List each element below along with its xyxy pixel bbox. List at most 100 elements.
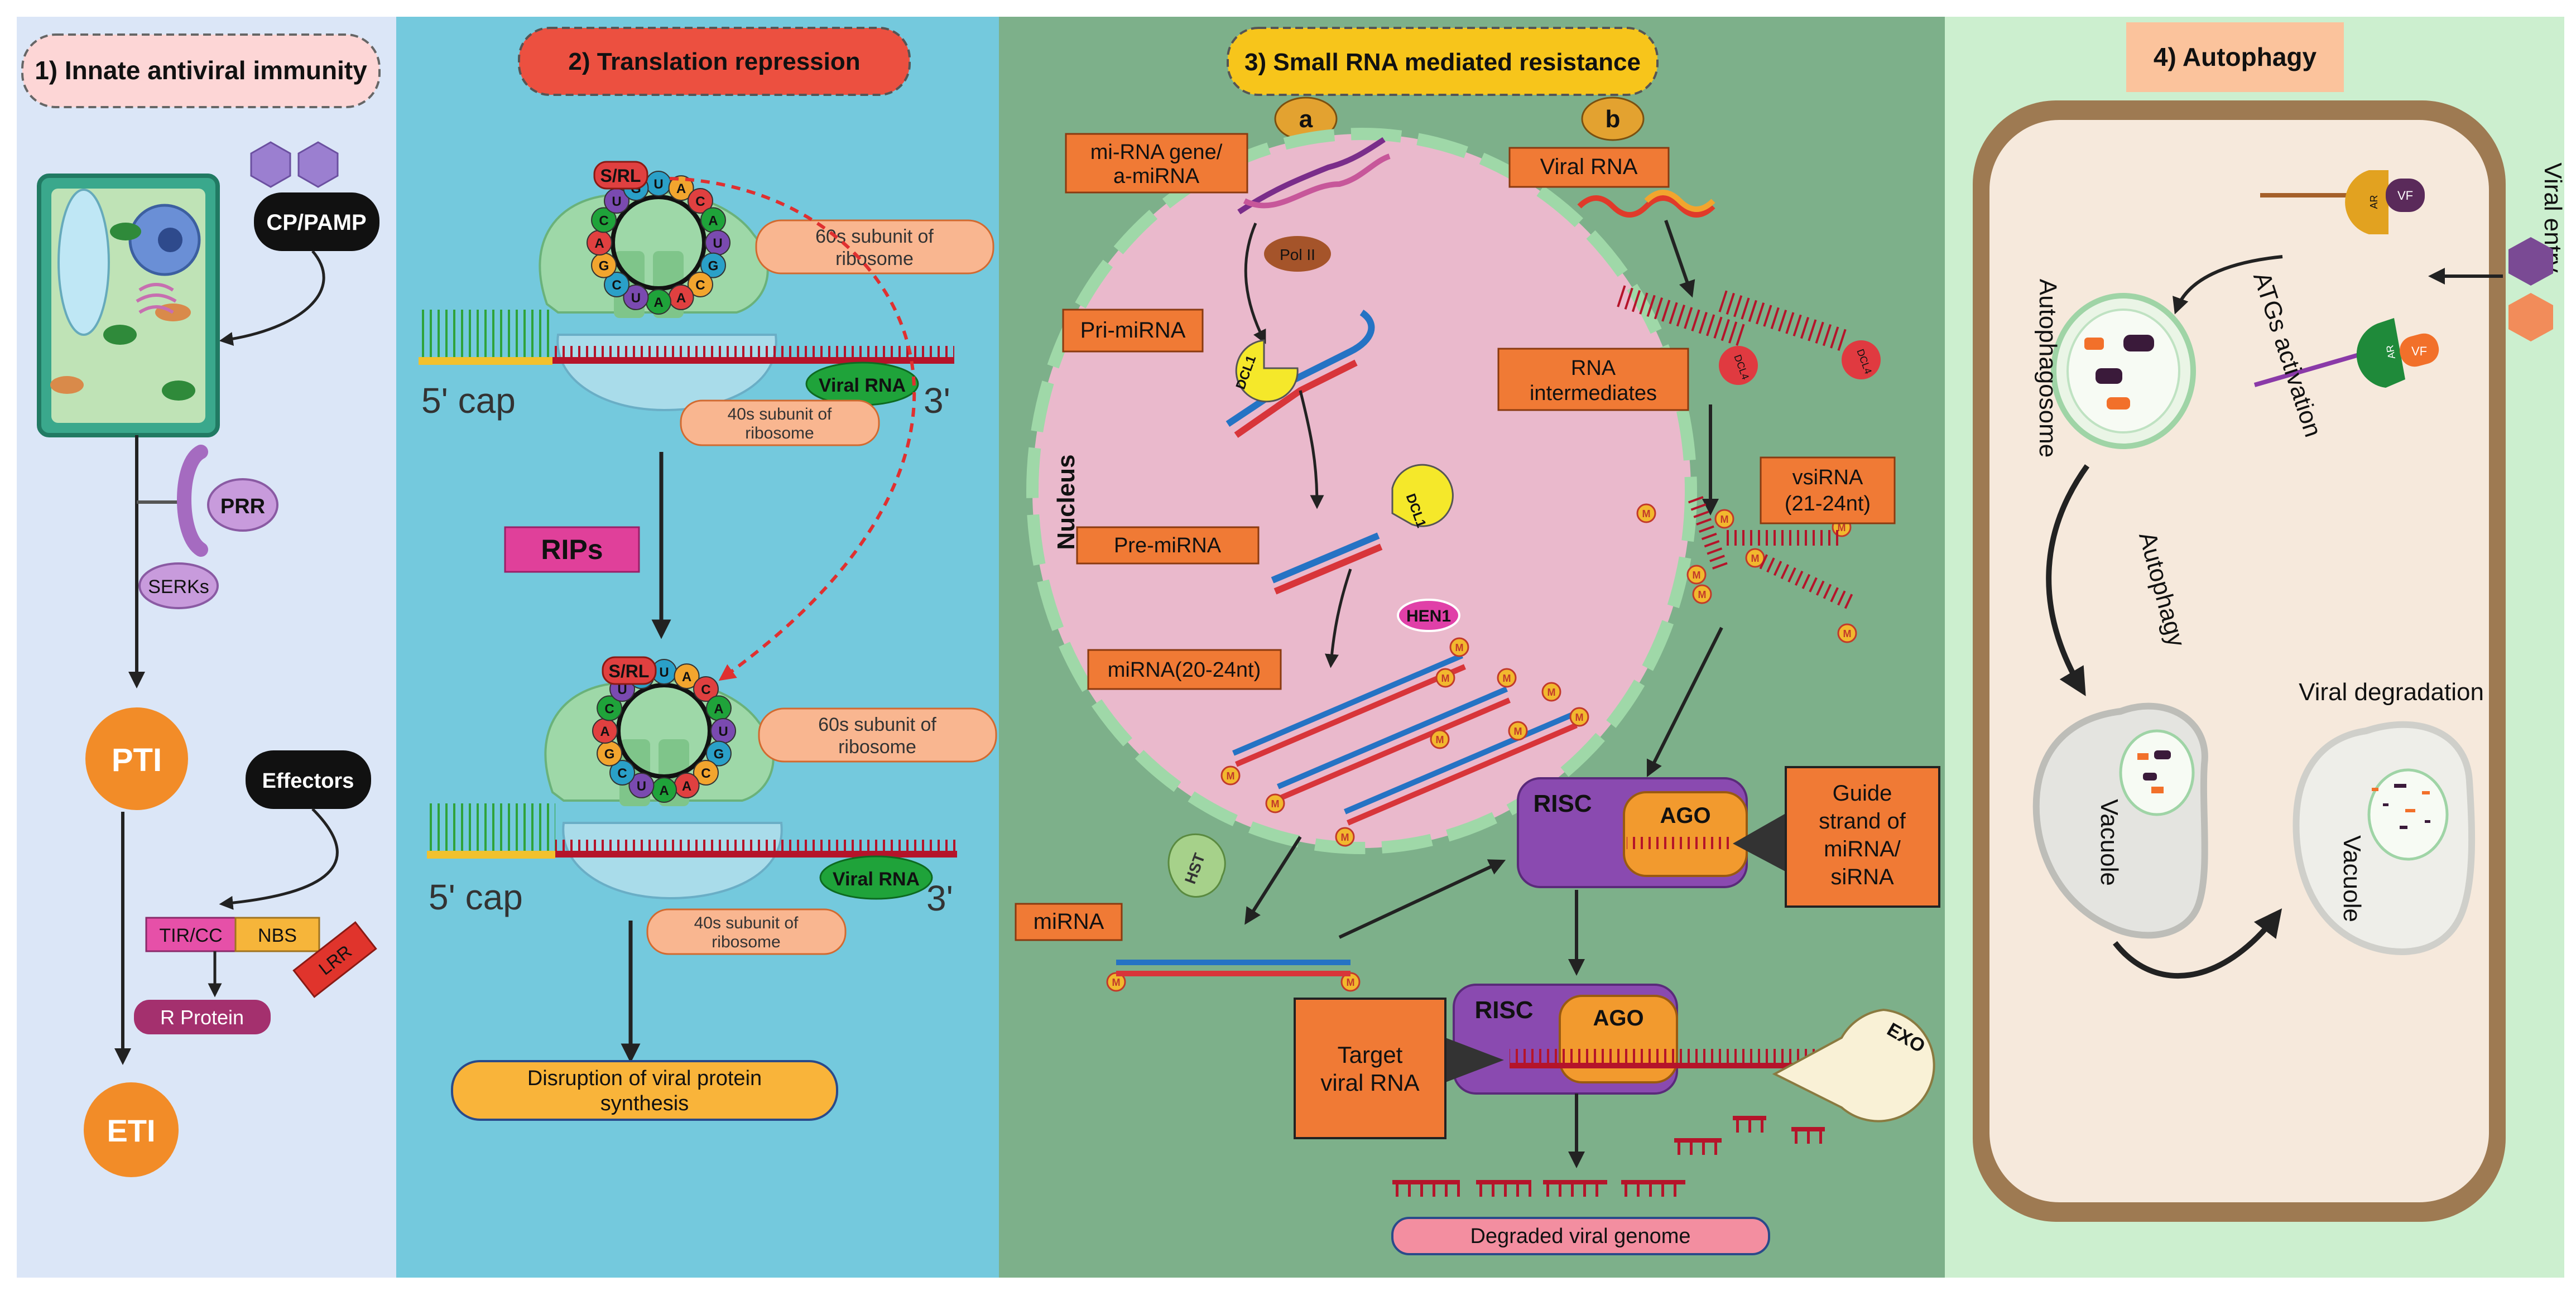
end-3-label: 3' [924,380,950,421]
rna-fragment-base [1433,1180,1435,1197]
nbs-label: NBS [258,925,297,946]
pre-mirna-hairpin [1273,543,1383,595]
pri-mirna-hairpin [1225,310,1375,427]
viral-rna-label: Viral RNA [833,869,920,890]
cargo-fragment [2425,820,2430,823]
virus-particle-icon [2508,237,2553,286]
vf-label: VF [2397,189,2413,203]
atgs-arrow [2173,255,2283,315]
hen1-label: HEN1 [1406,607,1451,625]
nucleotide-bead [693,759,719,786]
srl-badge [602,656,657,685]
ago-label: AGO [1660,803,1710,828]
methyl-mark-label: M [1347,977,1355,988]
mitochondrion-icon [50,376,84,394]
methyl-mark-icon [1508,721,1528,741]
autophagosome-inner [2066,309,2180,433]
hen1-badge [1397,599,1460,632]
ribosome-bottom: UACAUGCAAUCGACUG S/RL 5' cap 3' Viral RN… [427,656,957,918]
nucleotide-letter: C [695,278,705,293]
disruption-badge [451,1060,838,1121]
methyl-mark-icon [1636,503,1656,523]
srl-label: S/RL [600,166,641,186]
exonuclease-icon [1772,1008,1935,1123]
rna-fragment-base [1457,1180,1460,1197]
pathway-b-label: b [1606,105,1621,133]
rna-fragment [1674,1138,1722,1143]
pre-mirna-hairpin [1271,532,1380,584]
vsirna-line2: (21-24nt) [1785,492,1871,516]
guide-strand-top [1627,837,1733,849]
sub60-pill-bottom [758,707,997,763]
virus-particle-icon [250,141,291,188]
nucleus-membrane [1026,128,1697,854]
viral-rna-label: Viral RNA [819,375,906,396]
rna-fragment-base [1702,1138,1705,1155]
virus-particle-icon [2508,293,2553,341]
nbs-box [234,917,320,952]
vsirna-duplex [1724,530,1842,546]
transcription-arrow [1244,223,1266,344]
mirna-box [1015,903,1123,941]
methyl-mark-label: M [1503,673,1511,684]
mirna-20-24-label: miRNA(20-24nt) [1108,658,1261,682]
cap-5-bar [419,357,552,365]
vacuole-icon [57,189,110,336]
methyl-mark-icon [1430,729,1450,749]
mirna-duplex [1347,722,1578,826]
methyl-mark-icon [1569,707,1589,727]
effectors-label: Effectors [262,769,354,793]
eti-node [84,1082,179,1177]
nucleotide-bead [591,207,617,233]
viral-rna-wave [1644,190,1715,212]
cargo-fragment [2422,791,2430,794]
panel-1-title: 1) Innate antiviral immunity [35,56,367,85]
panel-3-title: 3) Small RNA mediated resistance [1244,49,1641,76]
ar-label: AR [2368,195,2380,209]
methyl-mark-icon [1335,827,1355,847]
nucleotide-bead [597,695,623,721]
rna-fragment-base [1595,1180,1598,1197]
rna-fragment-base [1714,1138,1717,1155]
viral-cargo [2123,335,2154,351]
sub60-label-top-line2: ribosome [835,248,914,269]
dcl4-enzyme-icon [1719,346,1758,385]
autophagy-arrow [2046,464,2090,696]
vacuole-label: Vacuole [2096,799,2123,886]
nucleotide-letter: A [708,213,718,228]
pri-mirna-label: Pri-miRNA [1080,318,1186,343]
guide-strand-line4: siRNA [1830,865,1894,889]
mirna-to-risc-arrow [1338,859,1506,939]
panel-4-title-box [2126,22,2344,92]
cap-5-bar [427,851,555,859]
mrna-backbone [552,357,954,364]
degraded-genome-label: Degraded viral genome [1470,1225,1690,1248]
methyl-mark-icon [1745,548,1765,568]
export-arrow [1244,836,1302,925]
rna-intermediates-box [1497,348,1689,411]
methyl-mark-label: M [1271,798,1280,810]
tir-cc-box [145,917,237,952]
rna-fragment-base [1674,1180,1676,1197]
rna-fragment-base [1529,1180,1531,1197]
rna-fragment-base [1661,1180,1664,1197]
prr-receptor-icon [177,445,208,557]
target-pointer [1445,1038,1504,1082]
tir-cc-label: TIR/CC [159,925,222,946]
target-viral-rna-line2: viral RNA [1320,1070,1419,1096]
dcl1-enzyme-icon [1391,464,1454,527]
mrna-backbone [555,851,957,858]
rna-fragment-base [1583,1180,1586,1197]
sub40-pill-top [680,399,880,446]
viral-cargo [2107,397,2130,410]
golgi-icon [136,283,177,314]
nucleotide-bead [623,284,649,310]
methyl-mark-label: M [1751,553,1760,564]
rna-fragment-base [1492,1180,1494,1197]
nucleotide-letter: U [659,665,669,680]
nucleotide-letter: U [713,236,722,251]
rna-fragment [1621,1180,1685,1184]
disruption-label-line1: Disruption of viral protein [527,1067,762,1090]
